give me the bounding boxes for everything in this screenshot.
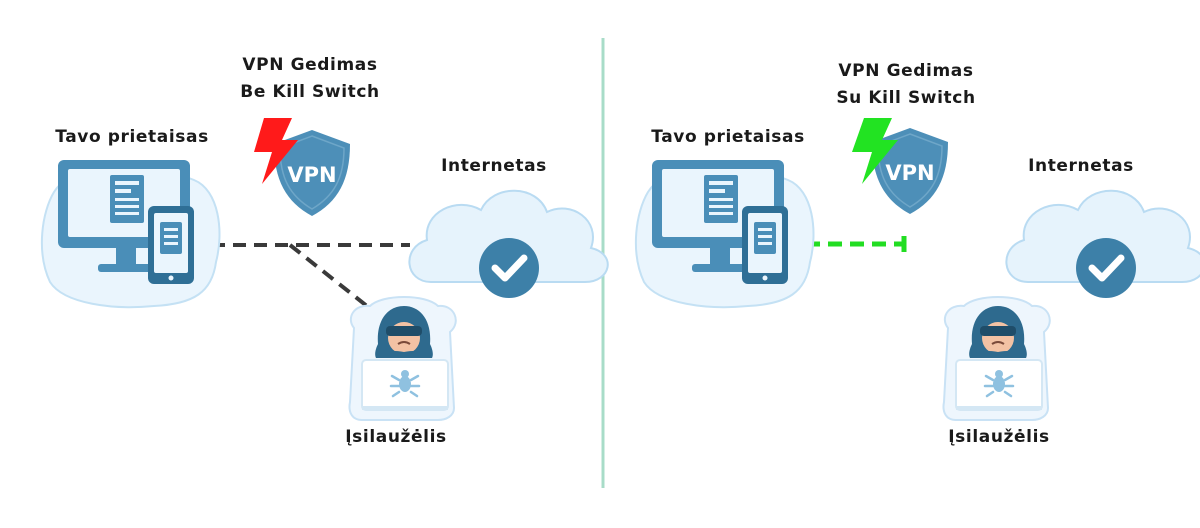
left-panel: Tavo prietaisas Internetas Įsilaužėlis V… (42, 55, 608, 447)
right-vpn-shield-icon: VPN (871, 127, 949, 215)
right-device-icon (636, 160, 814, 307)
right-panel: Tavo prietaisas Internetas Įsilaužėlis V… (636, 61, 1200, 447)
left-hacker-label: Įsilaužėlis (345, 427, 446, 447)
svg-text:VPN: VPN (885, 161, 934, 185)
right-lightning-bolt-icon (852, 118, 898, 184)
left-lightning-bolt-icon (254, 118, 298, 184)
right-hacker-icon (942, 295, 1052, 422)
left-internet-cloud-icon (409, 191, 607, 298)
left-title-line2: Be Kill Switch (240, 82, 379, 102)
left-hacker-icon (348, 295, 458, 422)
right-device-label: Tavo prietaisas (651, 127, 805, 147)
right-internet-label: Internetas (1028, 156, 1134, 176)
svg-text:VPN: VPN (287, 163, 336, 187)
left-internet-label: Internetas (441, 156, 547, 176)
left-device-icon (42, 160, 220, 307)
right-title-line1: VPN Gedimas (838, 61, 973, 81)
right-hacker-label: Įsilaužėlis (948, 427, 1049, 447)
left-connection-lines (212, 243, 410, 320)
right-connection-lines (806, 236, 907, 252)
right-title-line2: Su Kill Switch (836, 88, 975, 108)
left-vpn-shield-icon: VPN (273, 129, 351, 217)
right-internet-cloud-icon (1006, 191, 1200, 298)
left-title-line1: VPN Gedimas (242, 55, 377, 75)
left-device-label: Tavo prietaisas (55, 127, 209, 147)
